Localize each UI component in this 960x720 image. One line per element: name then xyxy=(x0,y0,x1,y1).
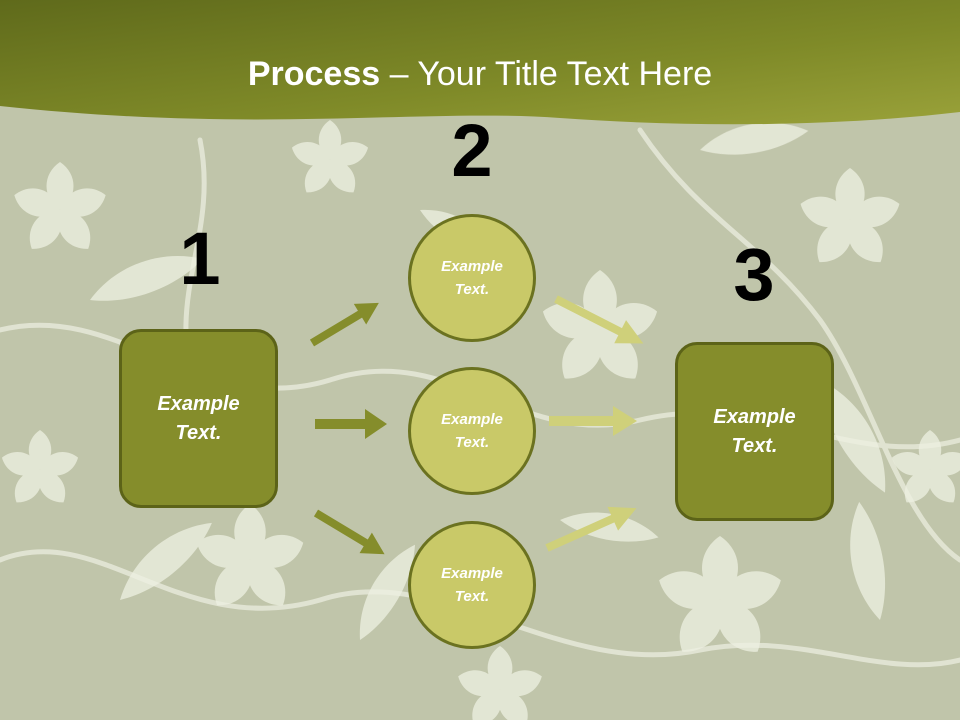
right-box-line1: Example xyxy=(713,405,796,428)
circle-top-line2: Text. xyxy=(454,281,490,298)
step-number-3: 3 xyxy=(733,233,775,316)
right-process-box: Example Text. xyxy=(675,342,834,521)
step-number-2: 2 xyxy=(451,109,493,192)
circle-top-line1: Example xyxy=(441,258,503,275)
process-circle-bottom: Example Text. xyxy=(408,521,536,649)
title-bold: Process xyxy=(247,55,381,93)
circle-bottom-line1: Example xyxy=(441,565,503,582)
arrow-left-to-top xyxy=(309,302,379,347)
left-box-line2: Text. xyxy=(175,421,222,444)
step-number-1: 1 xyxy=(179,217,221,300)
title-banner xyxy=(0,0,960,125)
arrow-bottom-to-right xyxy=(545,506,637,552)
left-box-line1: Example xyxy=(157,392,240,415)
arrow-left-to-bottom xyxy=(313,509,385,555)
circle-middle-line2: Text. xyxy=(454,434,490,451)
circle-middle-line1: Example xyxy=(441,411,503,428)
process-circle-middle: Example Text. xyxy=(408,367,536,495)
circle-bottom-line2: Text. xyxy=(454,588,490,605)
arrow-left-to-middle xyxy=(315,409,387,439)
arrow-top-to-right xyxy=(554,295,644,344)
left-process-box: Example Text. xyxy=(119,329,278,508)
right-box-line2: Text. xyxy=(731,434,778,457)
arrow-middle-to-right xyxy=(549,406,637,436)
process-circle-top: Example Text. xyxy=(408,214,536,342)
slide-title: Process – Your Title Text Here xyxy=(0,52,960,96)
title-rest: – Your Title Text Here xyxy=(380,55,713,93)
